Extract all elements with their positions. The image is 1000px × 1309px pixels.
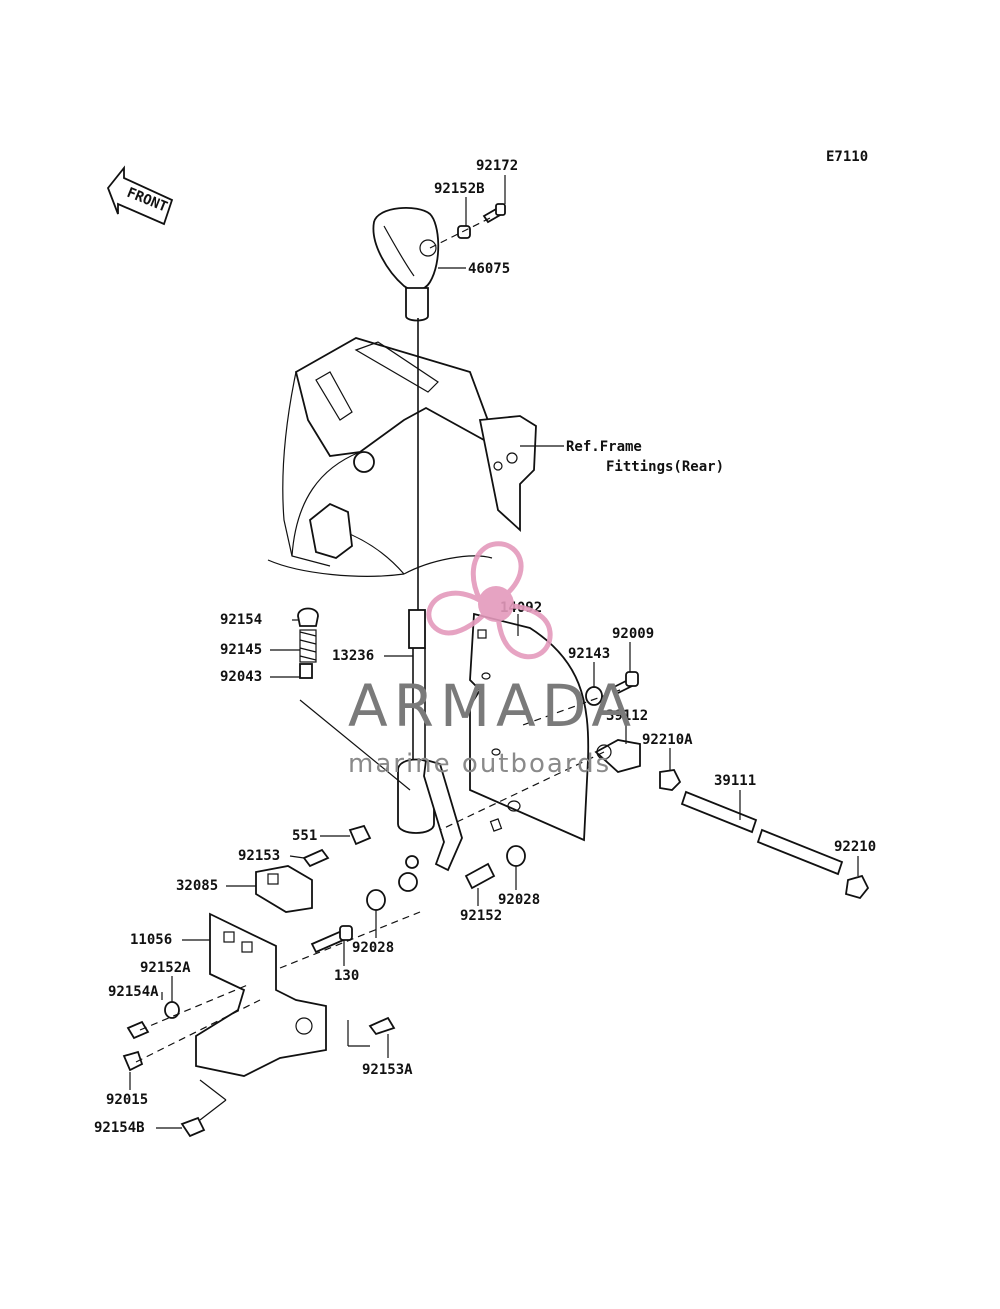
label-92154A: 92154A <box>108 984 159 1000</box>
diagram-code: E7110 <box>826 149 868 165</box>
bolt-92154B-part <box>180 1116 206 1138</box>
spring-92145-part <box>299 629 317 663</box>
bracket-11056-part <box>195 912 327 1077</box>
label-92009: 92009 <box>612 626 654 642</box>
label-92210: 92210 <box>834 839 876 855</box>
label-92154: 92154 <box>220 612 262 628</box>
label-92154B: 92154B <box>94 1120 145 1136</box>
label-92145: 92145 <box>220 642 262 658</box>
label-39111: 39111 <box>714 773 756 789</box>
bolt-92154A-part <box>126 1020 150 1040</box>
bolt-130-part <box>310 925 353 954</box>
nut-92015-part <box>122 1050 144 1072</box>
label-13236: 13236 <box>332 648 374 664</box>
washer-92152A-part <box>164 1001 180 1019</box>
label-92143: 92143 <box>568 646 610 662</box>
pin-92043-part <box>299 663 313 679</box>
shift-rod-part <box>680 790 844 876</box>
nut-92210A-part <box>659 769 682 791</box>
bolt-92153-part <box>302 848 330 868</box>
front-arrow-icon: FRONT <box>106 165 174 226</box>
label-46075: 46075 <box>468 261 510 277</box>
label-130: 130 <box>334 968 359 984</box>
label-92015: 92015 <box>106 1092 148 1108</box>
watermark-tagline: marine outboards <box>348 749 611 779</box>
ref-note-line1: Ref.Frame <box>566 439 642 455</box>
label-92028-right: 92028 <box>498 892 540 908</box>
label-39112: 39112 <box>606 708 648 724</box>
label-92152B: 92152B <box>434 181 485 197</box>
label-92043: 92043 <box>220 669 262 685</box>
collar-92152-part <box>464 862 496 890</box>
washer-92028b-part <box>506 845 526 867</box>
label-92028-left: 92028 <box>352 940 394 956</box>
label-551: 551 <box>292 828 317 844</box>
frame-part <box>267 337 537 577</box>
ball-joint-part <box>594 739 641 773</box>
nut-92210-part <box>844 874 870 900</box>
cap-92154-part <box>297 607 319 627</box>
label-92210A: 92210A <box>642 732 693 748</box>
ref-note-line2: Fittings(Rear) <box>606 459 724 475</box>
label-92172: 92172 <box>476 158 518 174</box>
label-32085: 32085 <box>176 878 218 894</box>
bolt-92153A-part <box>368 1016 396 1036</box>
shift-lever-part <box>397 318 463 872</box>
label-92153: 92153 <box>238 848 280 864</box>
label-92152A: 92152A <box>140 960 191 976</box>
shift-knob-part <box>372 207 440 322</box>
watermark-brand: ARMADA <box>348 672 637 740</box>
label-92152: 92152 <box>460 908 502 924</box>
label-11056: 11056 <box>130 932 172 948</box>
watermark-logo-icon <box>426 541 553 660</box>
part-551 <box>348 824 372 846</box>
collar-92152B-part <box>457 225 471 239</box>
block-32085-part <box>255 865 313 913</box>
label-92153A: 92153A <box>362 1062 413 1078</box>
lever-bushing-part <box>398 855 419 892</box>
washer-92028a-part <box>366 889 386 911</box>
